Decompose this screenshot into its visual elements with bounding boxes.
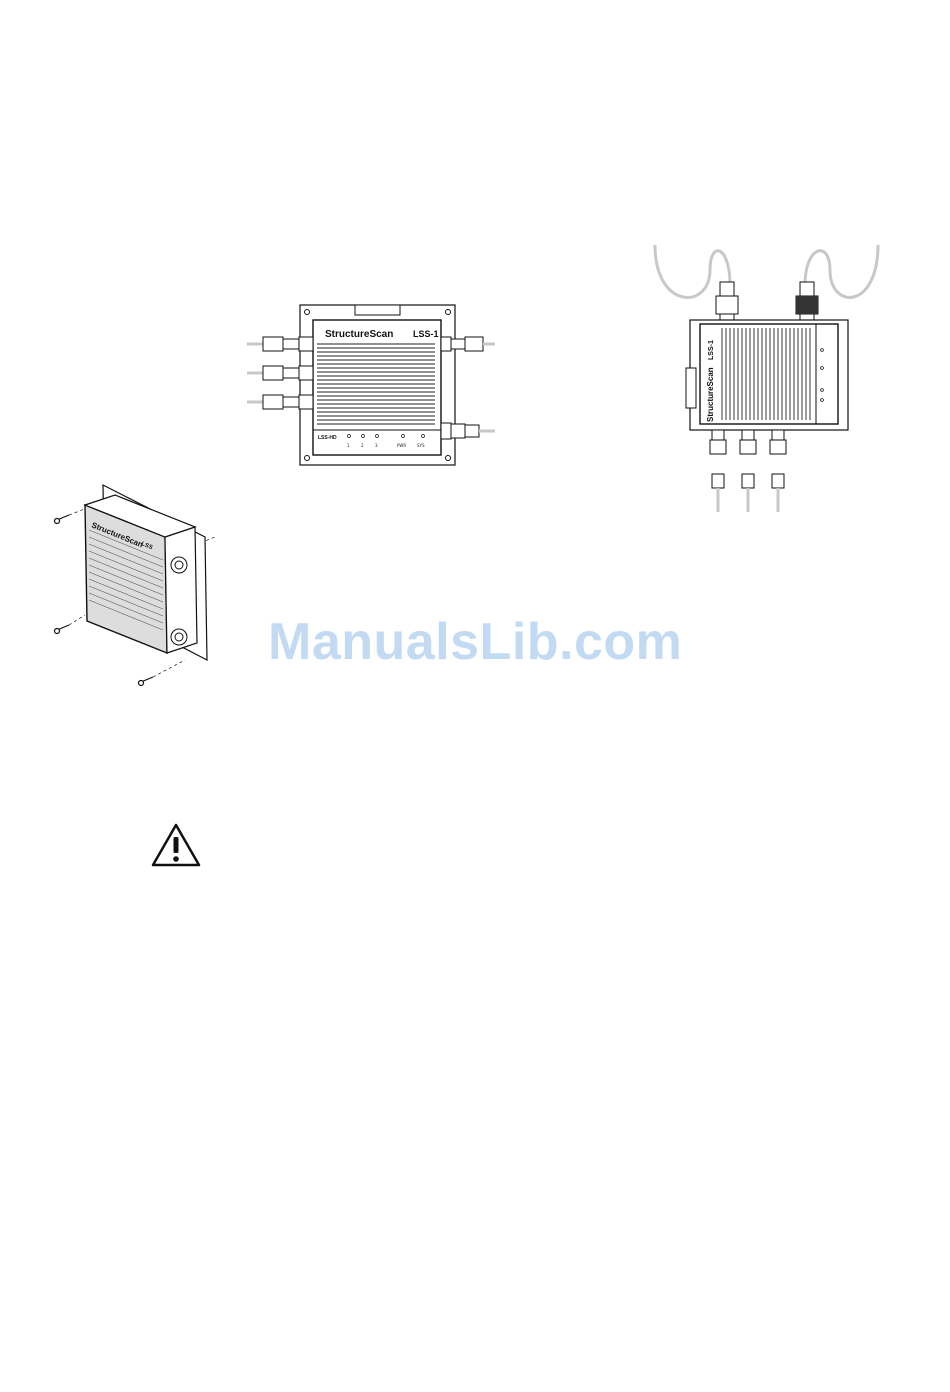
device-top-view-figure: StructureScan LSS-1 (650, 240, 885, 520)
warning-triangle-icon (150, 822, 202, 868)
brand-label-rotated: StructureScan (706, 367, 715, 422)
device-mounting-figure: StructureScan LSS (45, 475, 220, 690)
watermark-text: ManualsLib.com (268, 612, 682, 672)
status-label-sys: SYS (417, 443, 425, 448)
device-front-view-figure: StructureScan LSS-1 LSS-HD 1 2 3 PWR SYS (245, 300, 505, 470)
model-label: LSS-1 (413, 329, 439, 339)
header-label: LSS-HD (318, 435, 337, 441)
model-label-rotated: LSS-1 (708, 340, 715, 360)
status-label-pwr: PWR (397, 443, 406, 448)
brand-label: StructureScan (325, 329, 393, 340)
